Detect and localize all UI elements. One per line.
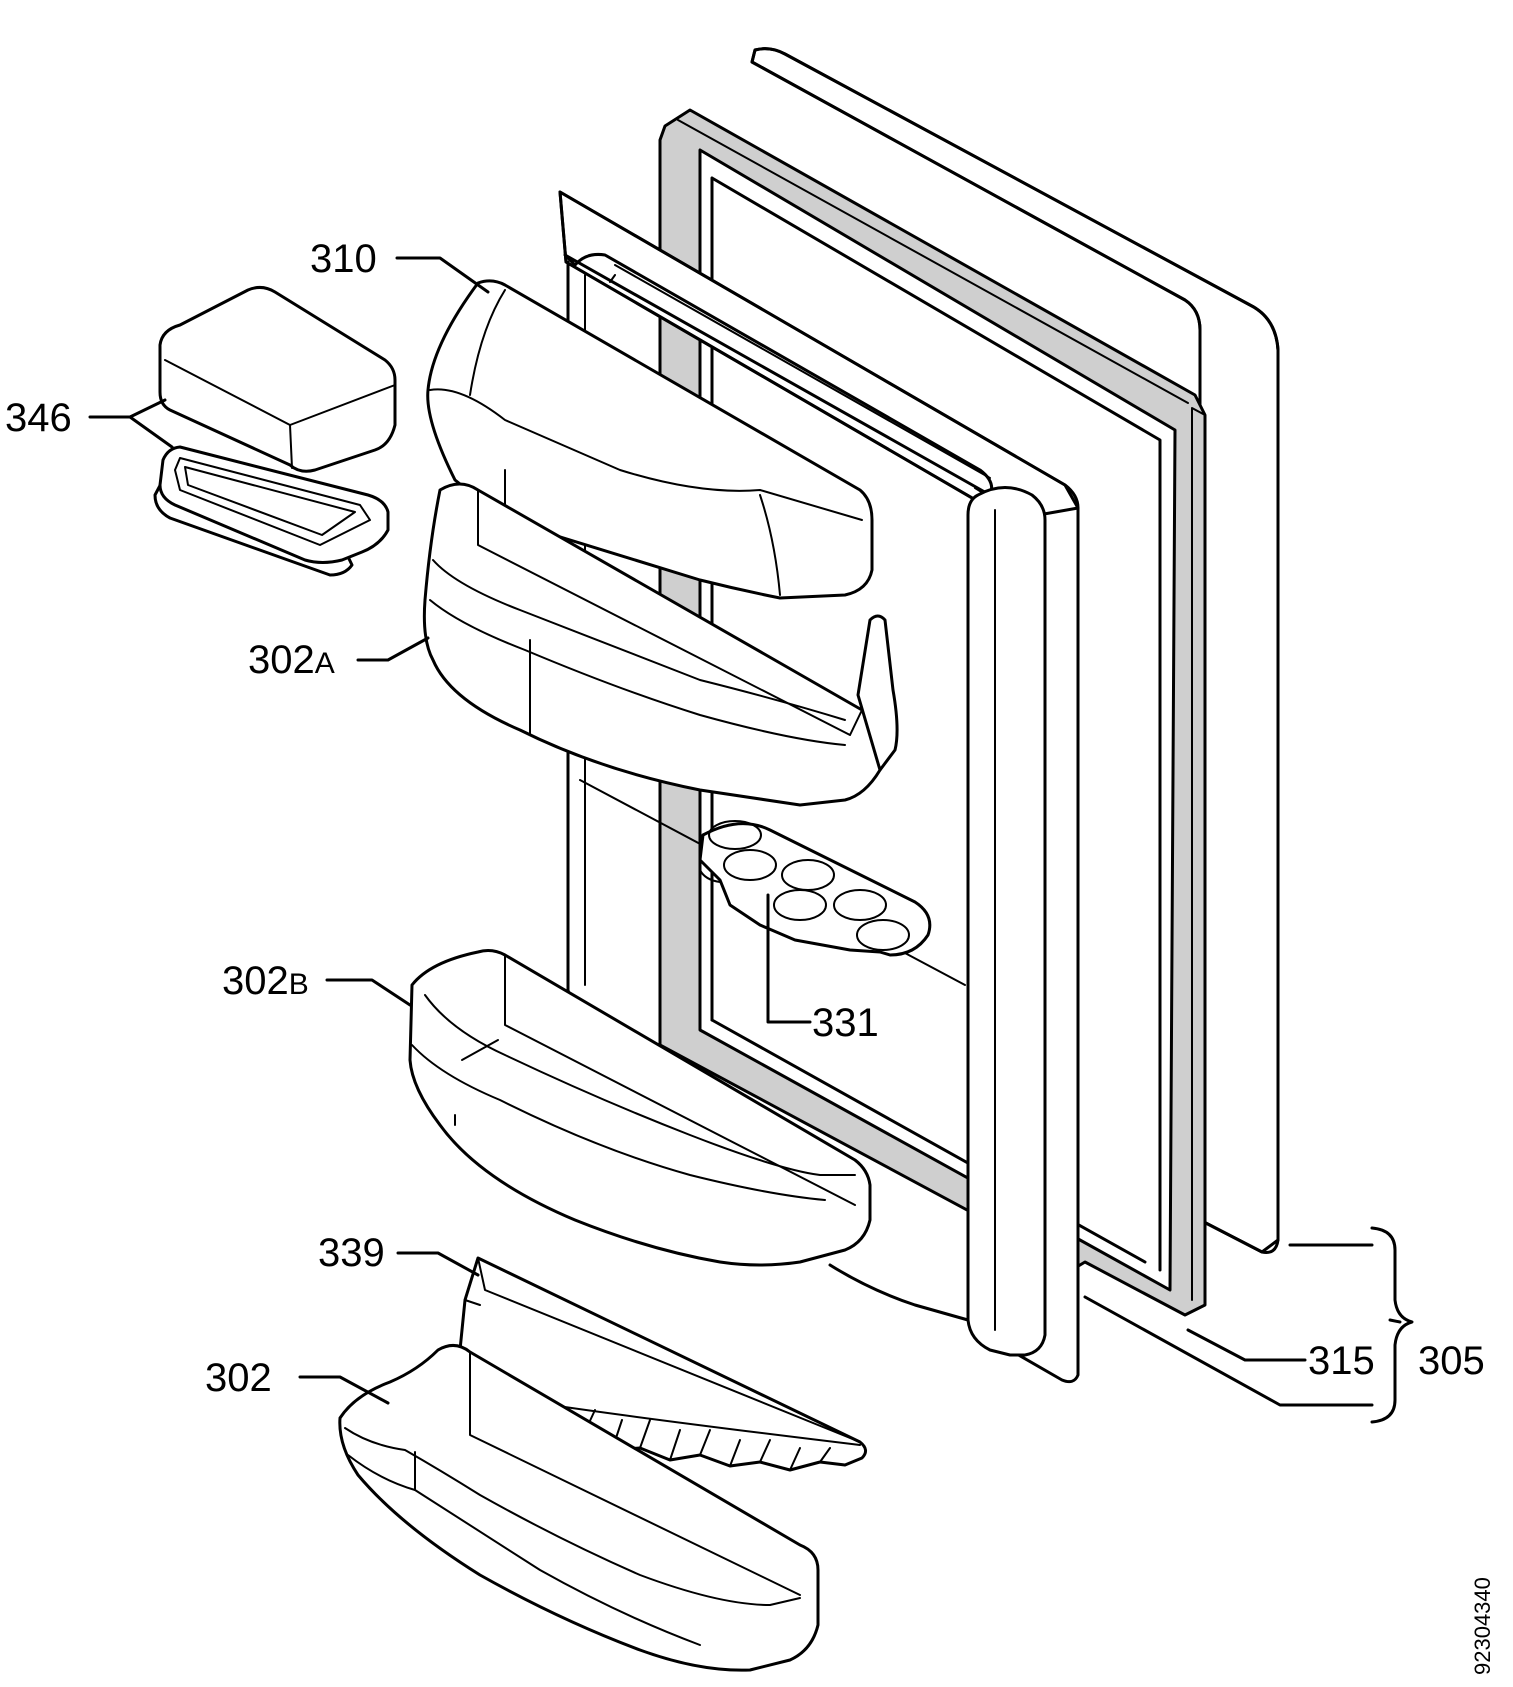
- door-shelf-upper: [422, 482, 899, 807]
- butter-dish: [153, 285, 397, 577]
- callout-302b: 302B: [222, 959, 309, 1003]
- callout-302: 302: [205, 1356, 272, 1400]
- leader-305-lower: [1083, 1295, 1374, 1407]
- door-inner-liner: [558, 190, 1080, 1384]
- door-shelf-middle: [408, 949, 872, 1267]
- egg-tray: [698, 820, 932, 957]
- callout-302a: 302A: [248, 638, 335, 682]
- door-outer-panel: [750, 47, 1280, 1254]
- callout-310: 310: [310, 237, 377, 281]
- brace-305: [1370, 1226, 1414, 1424]
- leader-315: [1186, 1328, 1307, 1362]
- leader-310: [395, 256, 490, 294]
- callout-346: 346: [5, 396, 72, 440]
- leader-302b: [325, 978, 412, 1007]
- door-shelf-lower: [338, 1344, 820, 1672]
- leader-302: [298, 1375, 390, 1405]
- leader-339: [396, 1251, 480, 1277]
- document-number: 92304340: [1470, 1577, 1495, 1675]
- callout-339: 339: [318, 1231, 385, 1275]
- leader-331: [766, 893, 812, 1024]
- brace-315-tick: [1388, 1318, 1402, 1324]
- leader-lines: [88, 256, 1414, 1424]
- callout-labels: 310 346 302A 302B 331 339 302 315 305: [5, 237, 1485, 1400]
- leader-302a: [356, 636, 430, 662]
- callout-305: 305: [1418, 1339, 1485, 1383]
- callout-315: 315: [1308, 1339, 1375, 1383]
- callout-331: 331: [812, 1001, 879, 1045]
- butter-compartment-lid: [426, 279, 874, 600]
- leader-346: [88, 398, 174, 449]
